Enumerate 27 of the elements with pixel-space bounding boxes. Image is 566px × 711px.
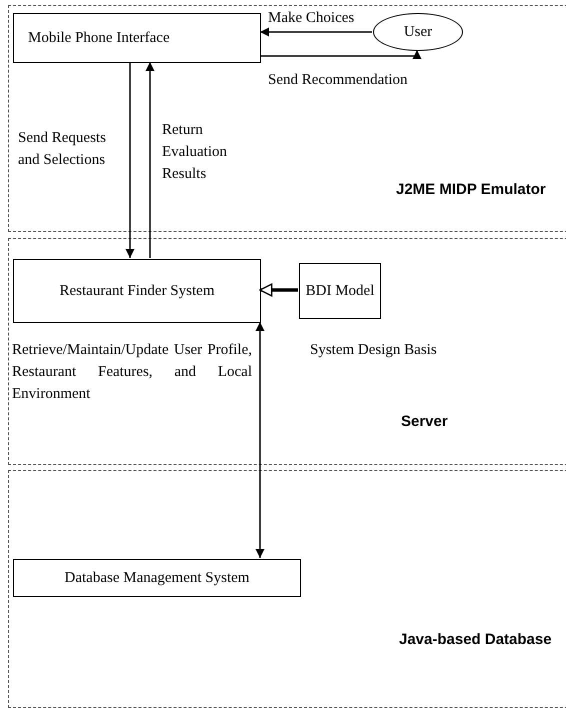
process-box	[13, 559, 301, 597]
dashed-region	[8, 238, 566, 465]
region-label: Server	[401, 413, 448, 430]
edge-label: Send Recommendation	[268, 71, 408, 90]
box-label: User	[404, 24, 432, 40]
edge-label: Make Choices	[268, 10, 356, 28]
arrow	[260, 28, 372, 36]
box-label: Database Management System	[64, 570, 250, 586]
process-box	[13, 259, 261, 323]
box-label: BDI Model	[306, 282, 374, 300]
edge-label: Return Evaluation Results	[162, 121, 228, 184]
box-label: Mobile Phone Interface	[28, 30, 170, 46]
arrow	[256, 322, 264, 558]
process-box	[299, 263, 381, 319]
dashed-region	[8, 5, 566, 232]
edge-label: Retrieve/Maintain/Update User Profile, Restaurant Features, and Local Environment	[12, 341, 252, 404]
arrow	[146, 62, 154, 258]
region-label: J2ME MIDP Emulator	[396, 181, 546, 198]
box-label: Restaurant Finder System	[60, 282, 214, 300]
region-label: Java-based Database	[399, 631, 552, 648]
dashed-region	[8, 470, 566, 708]
process-box	[13, 13, 261, 63]
arrow	[259, 283, 298, 297]
node-caption: System Design Basis	[310, 341, 437, 360]
arrow	[260, 50, 422, 59]
arrow	[126, 62, 134, 258]
edge-label: Send Requests and Selections	[18, 129, 107, 170]
